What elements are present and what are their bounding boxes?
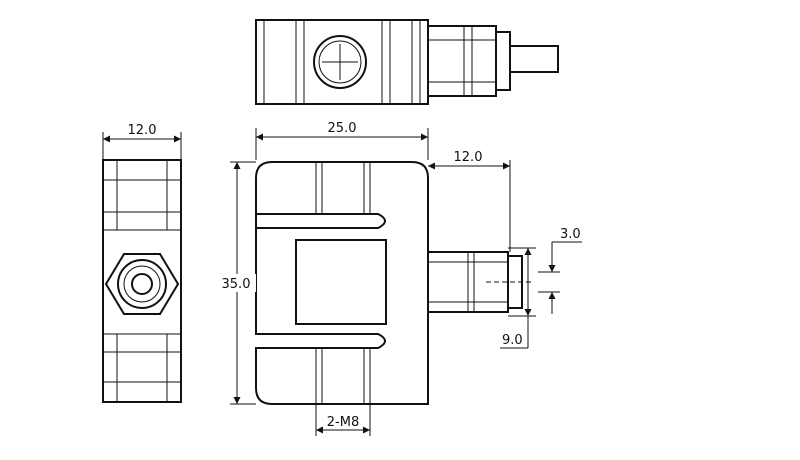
top-view: [255, 19, 559, 105]
dim-body-width-label: 25.0: [328, 121, 357, 136]
dim-9: 9.0: [500, 247, 536, 349]
side-view-body: [102, 159, 182, 403]
front-view: [255, 161, 532, 405]
dim-body-width: 25.0: [255, 121, 429, 160]
front-view-slots: [315, 162, 371, 404]
dim-cable-length-label: 12.0: [454, 150, 483, 165]
front-view-s-body: [255, 161, 429, 405]
dim-body-height-label: 35.0: [222, 277, 251, 292]
dim-9-label: 9.0: [502, 333, 523, 348]
dim-side-width: 12.0: [102, 123, 182, 160]
hex-nut-icon: [104, 253, 180, 315]
dim-3-label: 3.0: [560, 227, 581, 242]
dim-cable-length: 12.0: [428, 150, 511, 252]
front-view-gauge-window: [295, 239, 387, 325]
dim-3: 3.0: [538, 227, 582, 314]
top-view-cable: [509, 45, 559, 73]
dim-thread: 2-M8: [315, 404, 371, 436]
top-view-grooves: [263, 20, 421, 104]
side-view: [102, 159, 182, 403]
dimensions: 12.0 25.0 12.0 35.0: [102, 121, 582, 436]
top-view-cable-gland: [427, 25, 559, 97]
front-view-cable-gland: [427, 251, 532, 313]
dim-side-width-label: 12.0: [128, 123, 157, 138]
side-view-lines: [103, 160, 181, 402]
dim-thread-label: 2-M8: [327, 415, 359, 430]
dim-body-height: 35.0: [214, 161, 256, 405]
top-view-screw-icon: [313, 35, 367, 89]
